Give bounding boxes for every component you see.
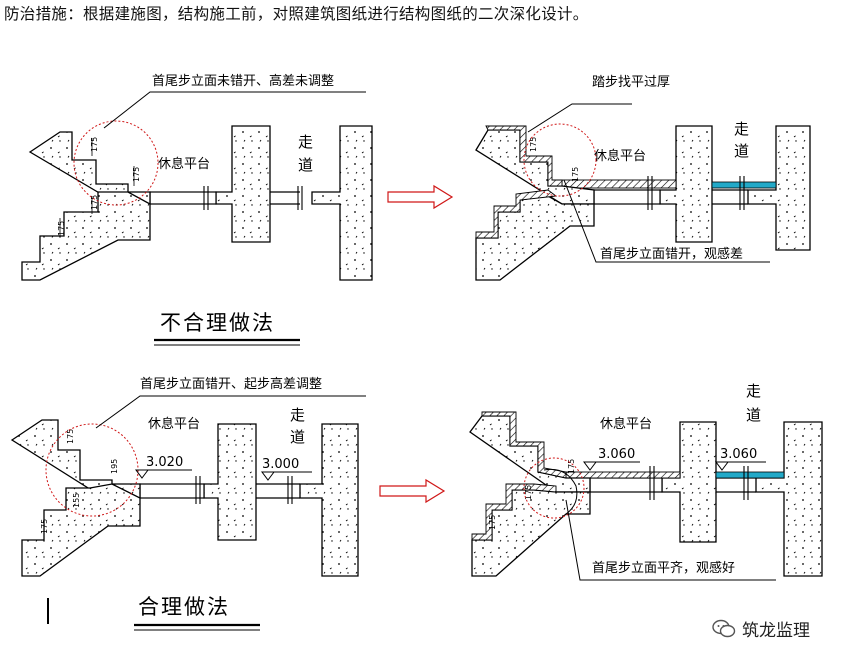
corridor-label-2: 道 [298, 156, 313, 174]
dim-175-a: 175 [567, 459, 576, 474]
dim-175-c: 175 [90, 195, 99, 210]
elevation-1: 3.060 [598, 447, 635, 462]
dim-195: 195 [110, 459, 119, 474]
wall-left-column [215, 125, 271, 243]
corridor-label-2: 道 [290, 428, 305, 446]
callout-top-right-top: 踏步找平过厚 [592, 75, 670, 90]
dim-175-b: 175 [132, 167, 141, 182]
landing-slab [139, 483, 205, 499]
page-heading: 防治措施：根据建施图，结构施工前，对照建筑图纸进行结构图纸的二次深化设计。 [4, 5, 589, 23]
dim-175-b: 175 [571, 167, 580, 182]
callout-top-left: 首尾步立面未错开、高差未调整 [152, 73, 334, 89]
upper-flight-screed [481, 411, 567, 479]
wall-left-column [659, 125, 713, 243]
wall-right-column [747, 125, 811, 251]
dim-175-b: 175 [40, 519, 49, 534]
wall-right-column [311, 125, 373, 281]
elevation-marker-2 [261, 471, 312, 481]
landing-screed [565, 471, 681, 479]
landing-label: 休息平台 [148, 416, 200, 432]
dim-175-a: 175 [90, 137, 99, 152]
callout-bottom-left: 首尾步立面错开、起步高差调整 [140, 376, 322, 392]
panel-top-left: 175 175 175 175 首尾步立面未错开、高差未调整 休息平台 走 道 [21, 73, 373, 281]
landing-slab [593, 189, 661, 205]
upper-flight [469, 415, 591, 493]
panel-bottom-left: 175 195 155 175 首尾步立面错开、起步高差调整 休息平台 走 道 … [10, 376, 366, 577]
dim-175-a: 175 [529, 137, 538, 152]
landing-label: 休息平台 [158, 156, 210, 172]
callout-bottom-right: 首尾步立面平齐，观感好 [592, 560, 735, 576]
problem-highlight-circle [73, 120, 159, 206]
elevation-marker-2 [715, 461, 766, 471]
arrow-right-2 [379, 478, 446, 504]
solution-highlight-circle [523, 457, 585, 519]
dim-155: 155 [72, 493, 81, 508]
elevation-2: 3.060 [720, 447, 757, 462]
elevation-marker-1 [135, 469, 192, 479]
watermark: 筑龙监理 [712, 616, 810, 641]
lower-flight-screed [475, 189, 558, 239]
corridor-label-1: 走 [746, 382, 761, 400]
watermark-text: 筑龙监理 [742, 621, 810, 641]
wall-right-column [755, 421, 823, 577]
lower-flight-screed [471, 483, 557, 541]
corridor-label-1: 走 [734, 120, 749, 138]
dim-175-c: 175 [488, 515, 497, 530]
dim-175-d: 175 [57, 221, 66, 236]
elevation-1: 3.020 [146, 455, 183, 470]
landing-label: 休息平台 [594, 148, 646, 164]
dim-175: 175 [66, 429, 75, 444]
corridor-label-2: 道 [746, 406, 761, 424]
panel-top-right: 175 175 踏步找平过厚 首尾步立面错开，观感差 休息平台 走 道 [475, 75, 811, 281]
upper-flight [10, 419, 141, 499]
arrow-right-1 [387, 184, 454, 210]
landing-label: 休息平台 [600, 416, 652, 432]
landing-slab [149, 191, 217, 205]
panel-bottom-right: 175 175 175 首尾步立面平齐，观感好 休息平台 走 道 3.060 3… [469, 382, 823, 581]
elevation-marker-1 [583, 461, 640, 471]
label-wrong-practice: 不合理做法 [160, 311, 275, 335]
problem-highlight-circle [523, 123, 597, 197]
dim-175-b: 175 [524, 485, 533, 500]
corridor-finish-layer [715, 471, 785, 479]
corridor-label-2: 道 [734, 142, 749, 160]
landing-slab [589, 477, 663, 493]
label-right-practice: 合理做法 [138, 595, 230, 619]
wechat-icon [712, 619, 736, 637]
corridor-label-1: 走 [298, 133, 313, 151]
wall-left-column [203, 423, 257, 541]
callout-top-right-bottom: 首尾步立面错开，观感差 [600, 246, 743, 262]
wall-left-column [661, 421, 717, 543]
elevation-2: 3.000 [262, 457, 299, 472]
wall-right-column [299, 423, 359, 577]
lower-flight [21, 483, 141, 577]
corridor-label-1: 走 [290, 406, 305, 424]
lower-flight [21, 191, 151, 281]
